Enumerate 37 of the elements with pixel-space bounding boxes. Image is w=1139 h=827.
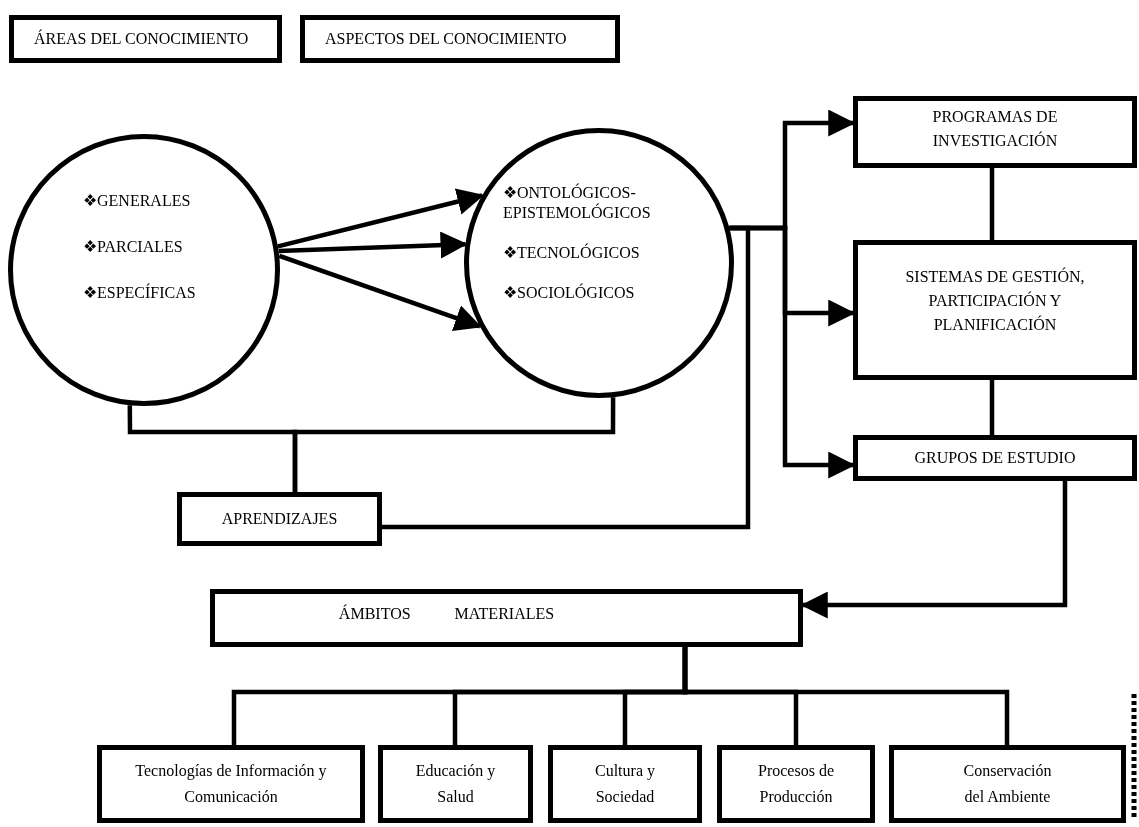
node-text: Tecnologías de Información y Comunicación — [134, 761, 328, 807]
node-text: ❖SOCIOLÓGICOS — [503, 283, 636, 303]
process-box — [853, 96, 1137, 168]
node-text: ❖GENERALES — [83, 191, 191, 211]
connector-line — [292, 397, 616, 492]
category-box — [378, 745, 533, 823]
connector-line — [382, 225, 751, 530]
connector-line — [989, 168, 995, 240]
node-text: Cultura y Sociedad — [594, 761, 656, 807]
connector-line — [682, 647, 1010, 745]
node-text: ❖ESPECÍFICAS — [83, 282, 196, 303]
node-text: SISTEMAS DE GESTIÓN, PARTICIPACIÓN Y PLANIFICACIÓN — [904, 266, 1086, 335]
process-box — [853, 435, 1137, 481]
category-box — [889, 745, 1126, 823]
process-box — [177, 492, 382, 546]
node-text: PROGRAMAS DE INVESTIGACIÓN — [931, 107, 1059, 151]
category-box — [548, 745, 702, 823]
node-text: ❖TECNOLÓGICOS — [503, 243, 641, 263]
node-text: ❖PARCIALES — [83, 237, 183, 257]
category-box — [97, 745, 365, 823]
category-box — [717, 745, 875, 823]
node-text: APRENDIZAJES — [221, 509, 338, 529]
arrow — [278, 253, 482, 331]
node-text: ❖ONTOLÓGICOS- EPISTEMOLÓGICOS — [503, 183, 652, 223]
node-text: ASPECTOS DEL CONOCIMIENTO — [325, 29, 567, 49]
title-box — [300, 15, 620, 63]
process-box — [210, 589, 803, 647]
node-text: Conservación del Ambiente — [962, 761, 1053, 807]
node-text: Procesos de Producción — [757, 761, 835, 807]
node-text: Educación y Salud — [415, 761, 496, 807]
node-text: MATERIALES — [454, 604, 555, 624]
title-box — [9, 15, 282, 63]
node-text: ÁMBITOS — [338, 603, 411, 624]
connector-line — [989, 380, 995, 435]
process-box — [853, 240, 1137, 380]
node-text: ÁREAS DEL CONOCIMIENTO — [34, 28, 249, 49]
node-text: GRUPOS DE ESTUDIO — [914, 448, 1076, 468]
